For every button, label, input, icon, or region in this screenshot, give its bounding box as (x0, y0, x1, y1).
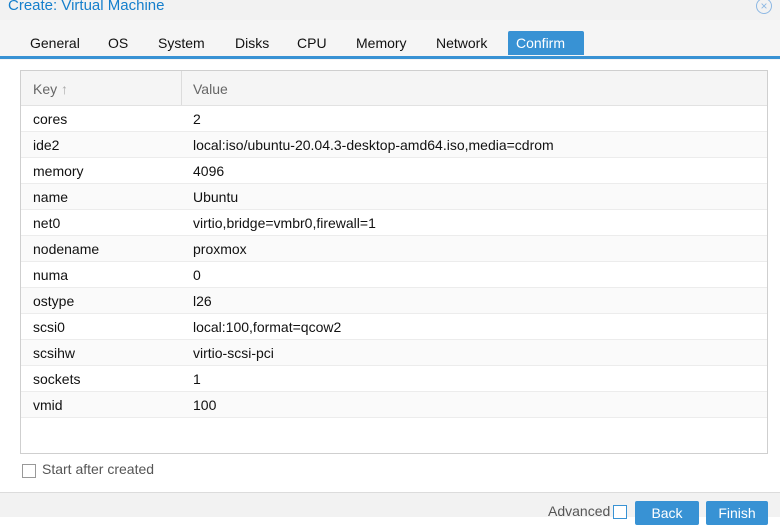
start-after-created-checkbox[interactable] (22, 464, 36, 478)
row-key: name (33, 189, 69, 205)
close-icon[interactable]: × (756, 0, 772, 14)
row-value: 0 (193, 267, 201, 283)
row-value: 4096 (193, 163, 225, 179)
column-value-header[interactable]: Value (193, 81, 228, 97)
advanced-checkbox[interactable] (613, 505, 627, 519)
back-button[interactable]: Back (635, 501, 699, 525)
grid-header: Key ↑ Value (21, 71, 767, 106)
table-row[interactable]: name Ubuntu (21, 184, 767, 210)
tab-confirm[interactable]: Confirm (508, 31, 584, 55)
row-key: memory (33, 163, 84, 179)
tab-memory[interactable]: Memory (356, 35, 407, 51)
table-row[interactable]: scsi0 local:100,format=qcow2 (21, 314, 767, 340)
column-divider[interactable] (181, 71, 182, 105)
row-key: net0 (33, 215, 61, 231)
row-key: vmid (33, 397, 63, 413)
tab-bar: General OS System Disks CPU Memory Netwo… (0, 20, 780, 60)
row-value: l26 (193, 293, 212, 309)
sort-ascending-icon: ↑ (61, 81, 69, 97)
row-key: ide2 (33, 137, 60, 153)
row-value: virtio,bridge=vmbr0,firewall=1 (193, 215, 376, 231)
window-title: Create: Virtual Machine (8, 0, 165, 14)
window-titlebar: Create: Virtual Machine × (0, 0, 780, 20)
row-value: Ubuntu (193, 189, 239, 205)
row-key: ostype (33, 293, 75, 309)
finish-button[interactable]: Finish (706, 501, 768, 525)
advanced-label: Advanced (548, 503, 611, 519)
table-row[interactable]: memory 4096 (21, 158, 767, 184)
table-row[interactable]: scsihw virtio-scsi-pci (21, 340, 767, 366)
start-after-created-label: Start after created (42, 461, 155, 477)
row-value: proxmox (193, 241, 247, 257)
table-row[interactable]: sockets 1 (21, 366, 767, 392)
row-value: 100 (193, 397, 217, 413)
table-row[interactable]: vmid 100 (21, 392, 767, 418)
row-value: local:iso/ubuntu-20.04.3-desktop-amd64.i… (193, 137, 554, 153)
table-row[interactable]: ide2 local:iso/ubuntu-20.04.3-desktop-am… (21, 132, 767, 158)
row-key: scsi0 (33, 319, 65, 335)
row-value: local:100,format=qcow2 (193, 319, 342, 335)
column-key-header[interactable]: Key ↑ (33, 71, 68, 105)
row-value: virtio-scsi-pci (193, 345, 274, 361)
tab-general[interactable]: General (30, 35, 80, 51)
dialog-footer: Advanced Back Finish (0, 492, 780, 525)
tab-network[interactable]: Network (436, 35, 488, 51)
tab-disks[interactable]: Disks (235, 35, 270, 51)
tab-underline (0, 56, 780, 59)
table-row[interactable]: numa 0 (21, 262, 767, 288)
table-row[interactable]: ostype l26 (21, 288, 767, 314)
tab-cpu[interactable]: CPU (297, 35, 327, 51)
row-key: cores (33, 111, 68, 127)
table-row[interactable]: nodename proxmox (21, 236, 767, 262)
row-key: sockets (33, 371, 81, 387)
column-key-label: Key (33, 81, 58, 97)
row-key: numa (33, 267, 69, 283)
summary-grid: Key ↑ Value cores 2 ide2 local:iso/ubunt… (20, 70, 768, 454)
tab-system[interactable]: System (158, 35, 205, 51)
row-value: 2 (193, 111, 201, 127)
table-row[interactable]: net0 virtio,bridge=vmbr0,firewall=1 (21, 210, 767, 236)
table-row[interactable]: cores 2 (21, 106, 767, 132)
row-value: 1 (193, 371, 201, 387)
row-key: scsihw (33, 345, 76, 361)
row-key: nodename (33, 241, 100, 257)
tab-os[interactable]: OS (108, 35, 129, 51)
